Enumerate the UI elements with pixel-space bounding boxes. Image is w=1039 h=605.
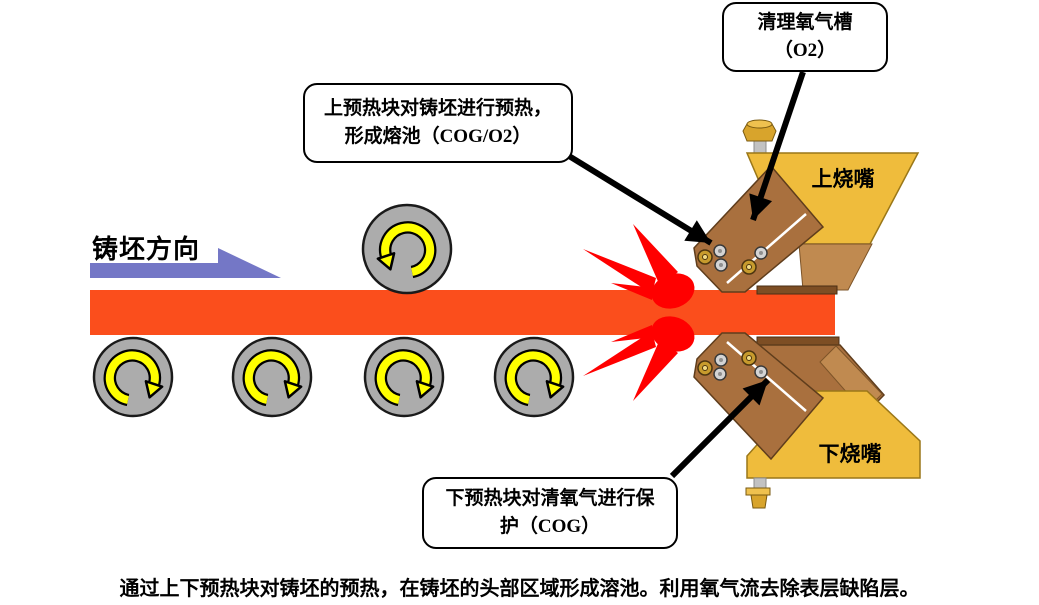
direction-arrow: [90, 248, 281, 278]
lower-burner-label: 下烧嘴: [818, 442, 882, 466]
callout-upper-preheat: 上预热块对铸坯进行预热， 形成熔池（COG/O2）: [303, 83, 573, 163]
roller: [493, 336, 575, 418]
arrow-upper-preheat: [567, 153, 713, 246]
rollers: [92, 203, 575, 418]
arrow-lower-preheat: [669, 377, 771, 479]
upper-burner: [693, 119, 920, 295]
roller: [363, 336, 445, 418]
upper-burner-label: 上烧嘴: [811, 167, 875, 191]
arrow-oxygen-slot: [749, 71, 806, 221]
roller: [231, 336, 313, 418]
casting-direction-label: 铸坯方向: [92, 235, 201, 264]
callout-oxygen-slot: 清理氧气槽 （O2）: [722, 2, 888, 72]
roller-top: [361, 203, 453, 295]
roller: [92, 336, 174, 418]
caption: 通过上下预热块对铸坯的预热，在铸坯的头部区域形成溶池。利用氧气流去除表层缺陷层。: [119, 578, 920, 600]
callout-lower-preheat: 下预热块对清氧气进行保 护（COG）: [422, 477, 678, 549]
flame-burst-upper: [583, 224, 695, 309]
cast-slab: [90, 290, 835, 335]
flame-burst-lower: [583, 316, 695, 401]
